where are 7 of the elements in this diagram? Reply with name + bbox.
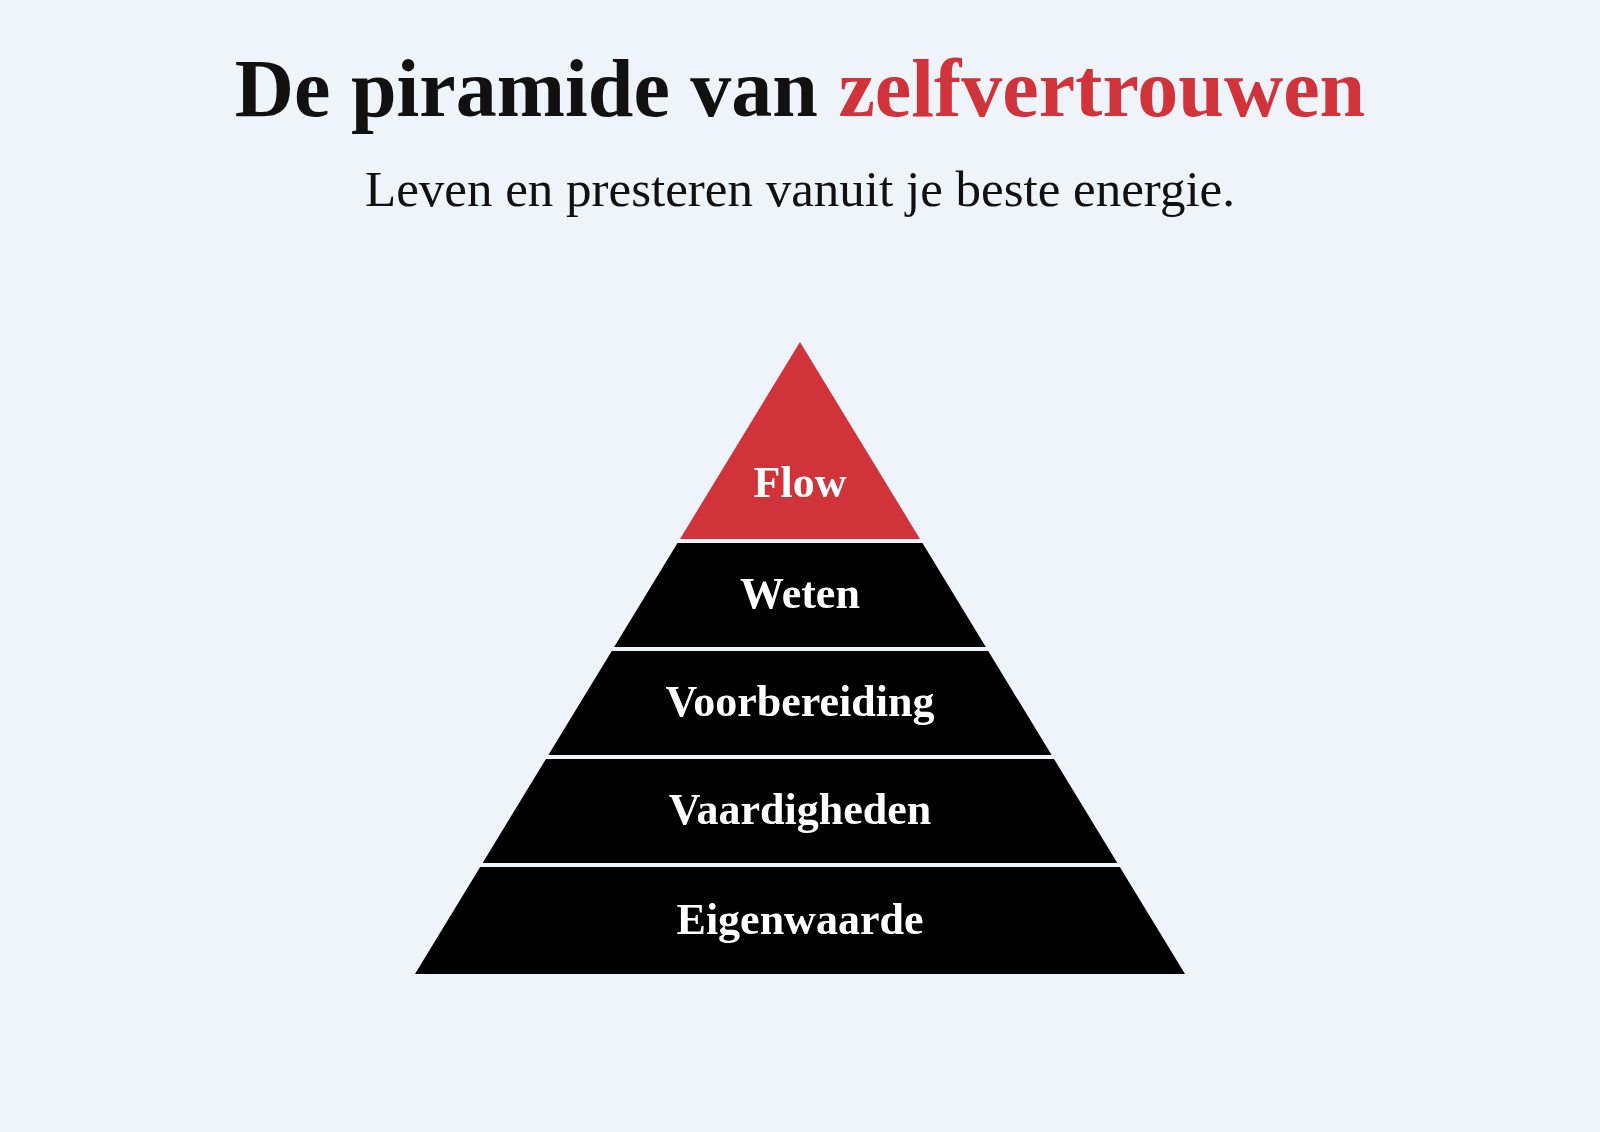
tier-label: Vaardigheden <box>667 786 933 835</box>
tier-label: Eigenwaarde <box>675 895 925 944</box>
tier-label: Flow <box>752 458 848 508</box>
title: De piramide van zelfvertrouwen <box>234 43 1366 134</box>
tier-label: Weten <box>739 570 861 619</box>
subtitle: Leven en presteren vanuit je beste energie. <box>365 161 1235 217</box>
tier-label: Voorbereiding <box>664 678 936 727</box>
